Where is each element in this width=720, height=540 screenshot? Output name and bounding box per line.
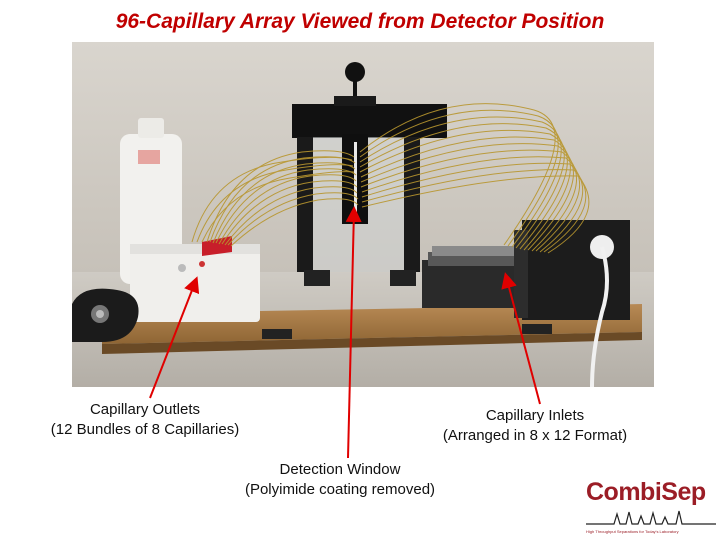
electropherogram-icon [586,510,716,525]
caption-outlets-line1: Capillary Outlets [89,401,201,418]
caption-capillary-outlets: Capillary Outlets (12 Bundles of 8 Capil… [10,400,280,440]
combisep-logo: CombiSep High Throughput Separations for… [586,478,716,538]
caption-outlets-line2: (12 Bundles of 8 Capillaries) [50,421,240,438]
logo-wordmark: CombiSep [586,478,706,506]
capillary-array-photo [72,42,654,387]
caption-inlets-line1: Capillary Inlets [485,407,585,424]
logo-tagline: High Throughput Separations for Today's … [586,529,679,534]
caption-window-line1: Detection Window [279,461,401,478]
caption-detection-window: Detection Window (Polyimide coating remo… [200,460,480,500]
caption-capillary-inlets: Capillary Inlets (Arranged in 8 x 12 For… [400,406,670,446]
caption-window-line2: (Polyimide coating removed) [244,481,436,498]
caption-inlets-line2: (Arranged in 8 x 12 Format) [442,427,628,444]
slide-title: 96-Capillary Array Viewed from Detector … [115,10,605,33]
